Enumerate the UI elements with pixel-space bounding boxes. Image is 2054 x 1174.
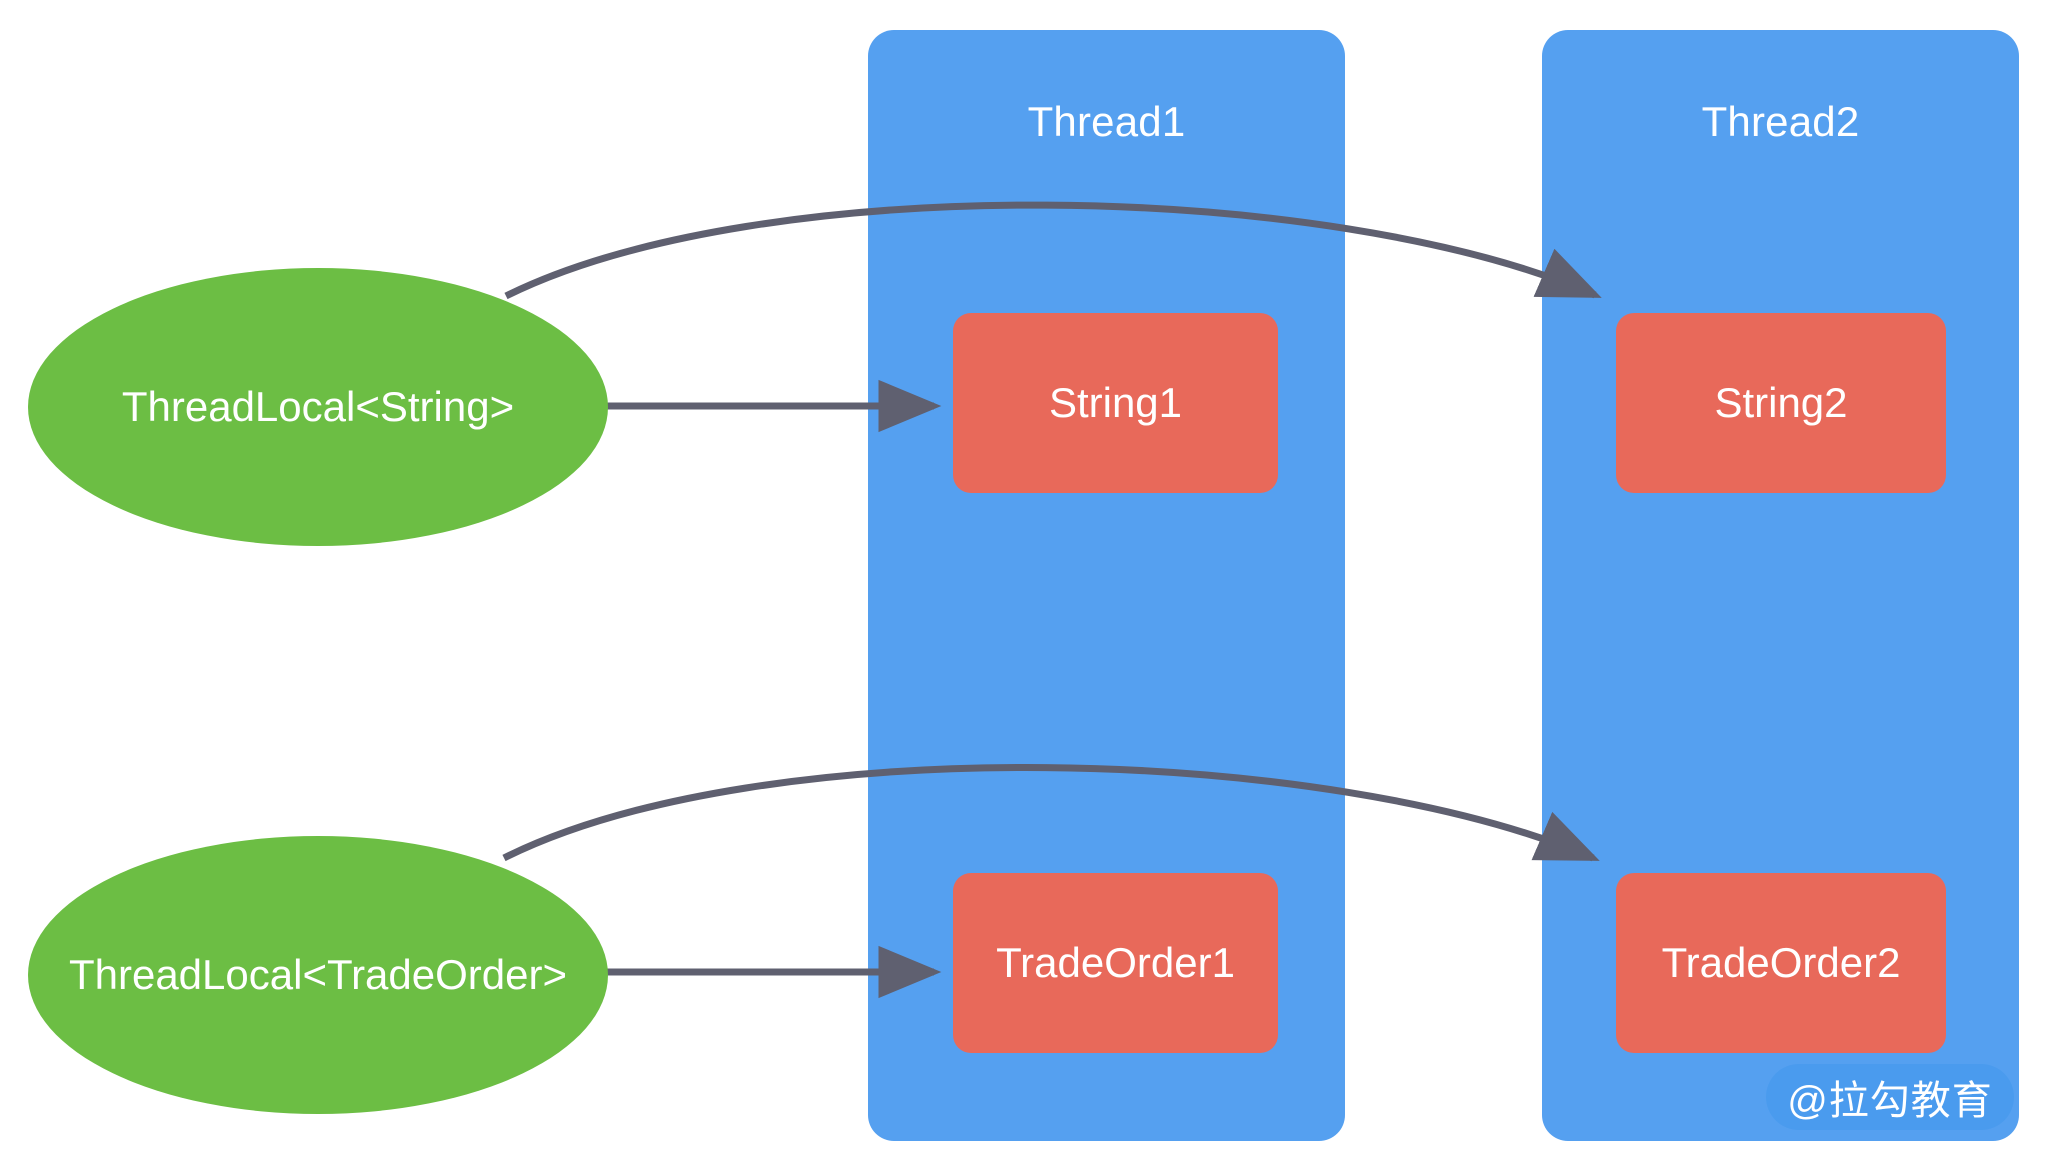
object-label-tradeorder1: TradeOrder1 <box>996 939 1235 986</box>
threadlocal-label-tradeorder: ThreadLocal<TradeOrder> <box>68 950 568 998</box>
object-box-string1[interactable]: String1 <box>953 313 1278 493</box>
threadlocal-node-tradeorder[interactable]: ThreadLocal<TradeOrder> <box>28 836 608 1114</box>
object-box-string2[interactable]: String2 <box>1616 313 1946 493</box>
object-label-tradeorder2: TradeOrder2 <box>1661 939 1901 986</box>
object-box-tradeorder1[interactable]: TradeOrder1 <box>953 873 1278 1053</box>
watermark-text: @拉勾教育 <box>1787 1079 1993 1123</box>
threadlocal-node-string[interactable]: ThreadLocal<String> <box>28 268 608 546</box>
object-label-string2: String2 <box>1714 379 1848 426</box>
thread-title-thread1: Thread1 <box>1027 98 1186 145</box>
threadlocal-label-string: ThreadLocal<String> <box>121 382 515 430</box>
watermark-badge: @拉勾教育 <box>1766 1064 2014 1130</box>
object-label-string1: String1 <box>1048 379 1183 426</box>
thread-title-thread2: Thread2 <box>1701 98 1860 145</box>
object-box-tradeorder2[interactable]: TradeOrder2 <box>1616 873 1946 1053</box>
